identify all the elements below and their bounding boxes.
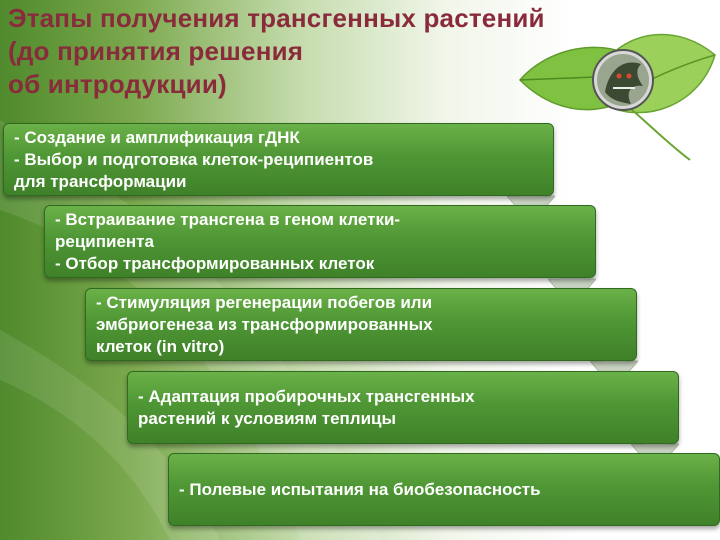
step-line: для трансформации xyxy=(14,171,187,191)
step-line: клеток (in vitro) xyxy=(96,336,225,356)
step-box-4: - Адаптация пробирочных трансгенных раст… xyxy=(127,371,679,444)
step-line: - Создание и амплификация гДНК xyxy=(14,127,300,147)
step-line: - Полевые испытания на биобезопасность xyxy=(179,479,541,499)
step-line: - Выбор и подготовка клеток-реципиентов xyxy=(14,149,374,169)
step-line: - Встраивание трансгена в геном клетки- xyxy=(55,209,401,229)
dragon-emblem-icon xyxy=(592,49,654,111)
step-box-1: - Создание и амплификация гДНК - Выбор и… xyxy=(3,123,554,196)
step-line: - Стимуляция регенерации побегов или xyxy=(96,292,433,312)
step-box-2: - Встраивание трансгена в геном клетки- … xyxy=(44,205,596,278)
step-line: - Отбор трансформированных клеток xyxy=(55,253,375,273)
slide-title: Этапы получения трансгенных растений (до… xyxy=(8,3,545,99)
step-line: - Адаптация пробирочных трансгенных xyxy=(138,386,475,406)
step-box-5: - Полевые испытания на биобезопасность xyxy=(168,453,720,526)
step-box-3: - Стимуляция регенерации побегов или эмб… xyxy=(85,288,637,361)
step-line: реципиента xyxy=(55,231,154,251)
leaf-logo-icon xyxy=(518,33,716,161)
step-line: растений к условиям теплицы xyxy=(138,408,397,428)
step-line: эмбриогенеза из трансформированных xyxy=(96,314,433,334)
